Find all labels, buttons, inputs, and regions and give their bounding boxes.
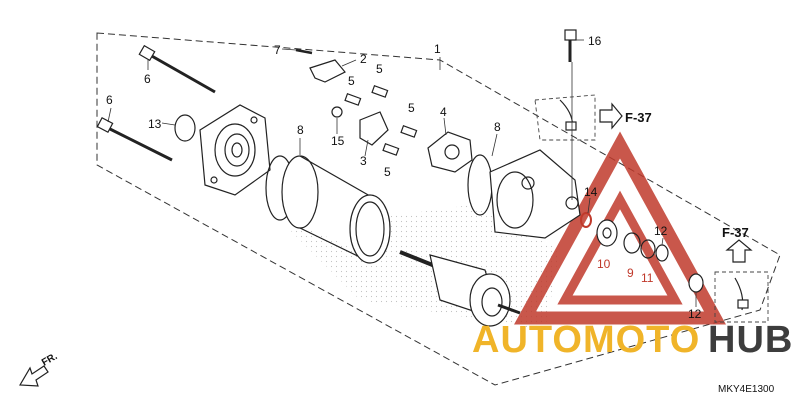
callout-9: 9 — [627, 266, 634, 280]
o-ring-13 — [174, 114, 196, 142]
callout-14: 14 — [584, 185, 598, 199]
through-bolt-lower — [96, 116, 173, 162]
springs-5 — [344, 85, 418, 156]
ref-box-lower — [714, 239, 769, 323]
brush-holder-3 — [359, 111, 389, 146]
callout-16: 16 — [588, 34, 602, 48]
callout-5c: 5 — [408, 101, 415, 115]
callouts: 1 2 3 4 5 5 5 5 6 6 7 8 8 9 10 11 12 12 … — [106, 34, 702, 321]
callout-5d: 5 — [384, 165, 391, 179]
callout-13: 13 — [148, 117, 162, 131]
screw-7 — [295, 48, 313, 55]
callout-11: 11 — [641, 271, 654, 285]
callout-5b: 5 — [348, 74, 355, 88]
callout-6b: 6 — [106, 93, 113, 107]
rear-cover — [489, 149, 581, 239]
watermark-automoto: AUTOMOTO — [472, 319, 700, 361]
ref-arrow-up-icon — [725, 239, 753, 263]
callout-3: 3 — [360, 154, 367, 168]
ref-label-lower: F-37 — [722, 225, 749, 240]
callout-15: 15 — [331, 134, 345, 148]
callout-6a: 6 — [144, 72, 151, 86]
gear-10 — [596, 219, 618, 247]
watermark-hub: HUB — [708, 319, 793, 361]
callout-10: 10 — [597, 257, 611, 271]
callout-5a: 5 — [376, 62, 383, 76]
washer-9 — [623, 232, 641, 254]
gasket-ring-right — [467, 154, 493, 216]
bolt-16 — [564, 29, 577, 62]
callout-8a: 8 — [297, 123, 304, 137]
arrow-down-left-icon — [18, 365, 49, 387]
nut-12-upper — [655, 244, 669, 262]
diagram-code: MKY4E1300 — [718, 384, 775, 395]
nut-12-lower — [688, 273, 704, 293]
ref-box-upper — [534, 94, 623, 141]
ref-label-upper: F-37 — [625, 110, 652, 125]
callout-7: 7 — [274, 43, 281, 57]
o-ring-14 — [580, 212, 592, 228]
callout-12a: 12 — [654, 224, 668, 238]
watermark-text: AUTOMOTO HUB — [472, 319, 793, 361]
direction-label: FR. — [40, 351, 60, 369]
callout-4: 4 — [440, 105, 447, 119]
callout-2: 2 — [360, 52, 367, 66]
washer-11 — [640, 239, 656, 259]
front-direction-arrow: FR. — [18, 351, 60, 387]
front-cover — [199, 104, 271, 196]
armature — [399, 250, 521, 327]
callout-12b: 12 — [688, 307, 702, 321]
leader-lines — [107, 39, 697, 307]
brush-plate-4 — [427, 131, 473, 173]
callout-8b: 8 — [494, 120, 501, 134]
watermark-triangle — [514, 131, 726, 325]
motor-case — [281, 155, 391, 264]
brush-terminal-2 — [309, 59, 346, 83]
callout-1: 1 — [434, 42, 441, 56]
ref-arrow-right-icon — [599, 102, 623, 130]
washer-15 — [331, 106, 343, 118]
through-bolt-upper — [138, 44, 216, 94]
